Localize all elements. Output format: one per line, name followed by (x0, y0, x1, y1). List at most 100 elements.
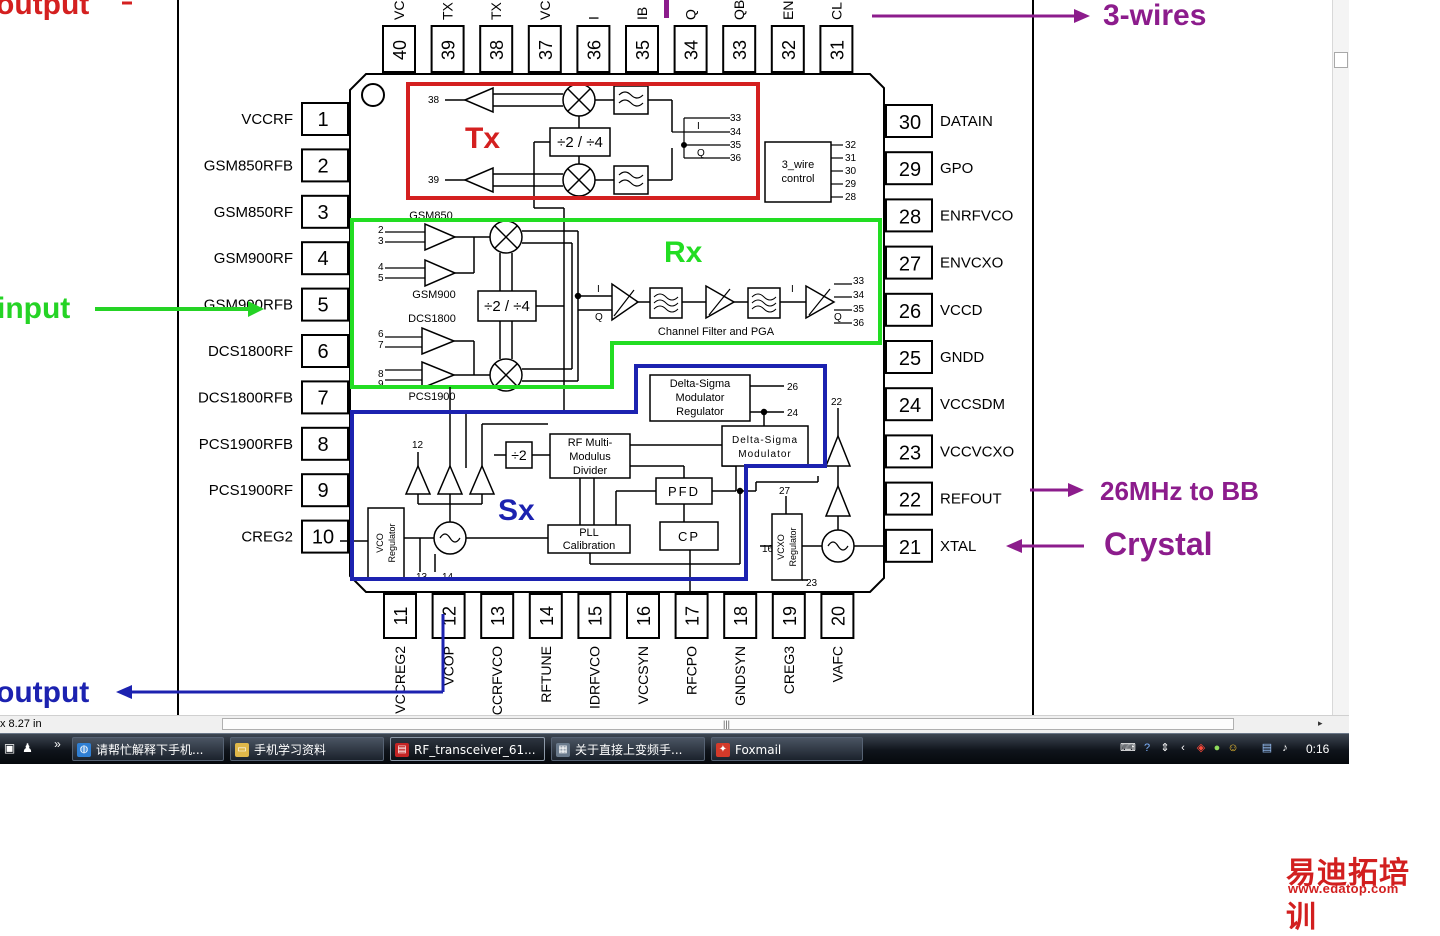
pin-38-box (479, 25, 514, 73)
pin-number: 2 (317, 155, 328, 177)
pin-name: VCCRF (241, 111, 293, 128)
pin-31-box (819, 25, 854, 73)
scroll-grip-icon: ||| (723, 719, 731, 729)
pin-name: RFCPO (684, 646, 700, 695)
pin-number: 15 (585, 606, 605, 626)
clock[interactable]: 0:16 (1306, 742, 1330, 756)
pll-cal-label-2: Calibration (563, 540, 616, 552)
pin-number: 13 (488, 606, 508, 626)
rx-block (385, 220, 852, 392)
pin-37-box (527, 25, 562, 73)
dcs1800-label: DCS1800 (408, 313, 456, 325)
pin-name: Q (683, 9, 699, 20)
pin-21-box (885, 528, 933, 563)
pin-number: 27 (899, 254, 921, 276)
horizontal-scrollbar[interactable]: ||| (222, 718, 1234, 730)
browser-icon: ◍ (77, 742, 91, 757)
three-wires-annotation: 3-wires (1103, 0, 1206, 32)
pin-name: VCCVCXO (940, 443, 1014, 460)
pin-34-box (673, 25, 708, 73)
pin-26-box (885, 292, 933, 327)
svg-text:30: 30 (845, 166, 857, 177)
taskbar-item[interactable]: ▭手机学习资料 (230, 737, 384, 761)
svg-text:36: 36 (730, 153, 742, 164)
pin-number: 38 (487, 40, 507, 60)
pin-number: 23 (899, 442, 921, 464)
pin-1-box (301, 102, 349, 136)
pin-name: RFTUNE (538, 646, 554, 703)
svg-text:31: 31 (845, 153, 857, 164)
pdf-icon: ▤ (395, 742, 409, 757)
pin-20-box (820, 593, 855, 639)
svg-text:22: 22 (831, 397, 843, 408)
pin-19-box (771, 593, 806, 639)
foxmail-tray-icon[interactable]: ◈ (1196, 742, 1206, 754)
taskbar-item[interactable]: ▦关于直接上变频手... (551, 737, 705, 761)
pin-number: 24 (899, 395, 921, 417)
pin-name: CCRFVCO (489, 646, 505, 715)
tray-arrows-icon[interactable]: ⇕ (1160, 742, 1170, 754)
pin-23-box (885, 434, 933, 469)
sx-outline (350, 364, 827, 581)
refout-annotation: 26MHz to BB (1100, 476, 1259, 506)
svg-text:29: 29 (845, 179, 857, 190)
taskbar-item-label: 关于直接上变频手... (575, 742, 683, 757)
scroll-right-arrow-icon[interactable]: ▸ (1318, 718, 1323, 728)
pin-2-box (301, 148, 349, 183)
ds-reg-label-1: Delta-Sigma (670, 378, 731, 390)
tray-expand-icon[interactable]: ‹ (1181, 742, 1185, 754)
sx-div2-label: ÷2 (511, 447, 527, 463)
svg-text:7: 7 (378, 340, 384, 351)
taskbar-item[interactable]: ▤ RF_transceiver_61... (390, 737, 545, 761)
qq-tray-icon[interactable]: ☺ (1227, 742, 1239, 754)
svg-text:39: 39 (428, 175, 440, 186)
ds-mod-label-2: Modulator (738, 449, 791, 460)
taskbar-item[interactable]: ◍请帮忙解释下手机... (72, 737, 224, 761)
status-tray-icon[interactable]: ● (1213, 742, 1221, 754)
pin-name: CL (828, 2, 844, 20)
pin-name: DCS1800RF (208, 343, 293, 360)
quicklaunch-more-icon[interactable]: » (54, 737, 61, 751)
scroll-thumb[interactable] (1334, 52, 1348, 68)
pin-name: XTAL (940, 538, 976, 555)
document-viewport: 1VCCRF2GSM850RFB3GSM850RF4GSM900RF5GSM90… (0, 0, 1349, 715)
pin-11-box (383, 593, 417, 639)
pfd-label: PFD (668, 484, 700, 499)
pin-number: 7 (317, 387, 328, 409)
pin-number: 21 (899, 537, 921, 559)
volume-icon[interactable]: ♪ (1282, 742, 1288, 754)
pin-name: GSM900RF (214, 250, 293, 267)
pin-number: 31 (827, 40, 847, 60)
pin-number: 36 (584, 40, 604, 60)
qq-icon[interactable]: ♟ (22, 741, 33, 755)
taskbar-item-label: RF_transceiver_61... (414, 742, 536, 757)
svg-text:I: I (791, 284, 794, 295)
sx-label: Sx (498, 494, 535, 527)
pin-number: 16 (634, 606, 654, 626)
pin-number: 37 (536, 40, 556, 60)
pin-name: CREG2 (241, 529, 293, 546)
svg-text:Q: Q (697, 148, 705, 159)
pin-number: 29 (899, 159, 921, 181)
pin-40-box (382, 25, 416, 73)
network-icon[interactable]: ▤ (1261, 742, 1273, 754)
taskbar-item[interactable]: ✦Foxmail (711, 737, 863, 761)
vertical-scrollbar[interactable] (1332, 0, 1349, 715)
show-desktop-icon[interactable]: ▣ (3, 741, 16, 755)
pins-left: 1VCCRF2GSM850RFB3GSM850RF4GSM900RF5GSM90… (198, 102, 349, 554)
keyboard-icon[interactable]: ⌨ (1120, 742, 1136, 754)
vcxo-reg-label-1: VCXO (776, 534, 786, 560)
svg-text:Q: Q (595, 312, 603, 323)
svg-text:16: 16 (762, 544, 774, 555)
crystal-annotation: Crystal (1104, 526, 1213, 562)
sx-block (340, 374, 884, 592)
pin-28-box (885, 198, 933, 233)
pin-number: 39 (439, 40, 459, 60)
svg-text:28: 28 (845, 192, 857, 203)
pin-name: GPO (940, 160, 973, 177)
tx-divider-label: ÷2 / ÷4 (557, 134, 603, 151)
help-icon[interactable]: ? (1143, 742, 1151, 754)
pin-name: PCS1900RFB (199, 436, 293, 453)
pin-number: 18 (731, 606, 751, 626)
